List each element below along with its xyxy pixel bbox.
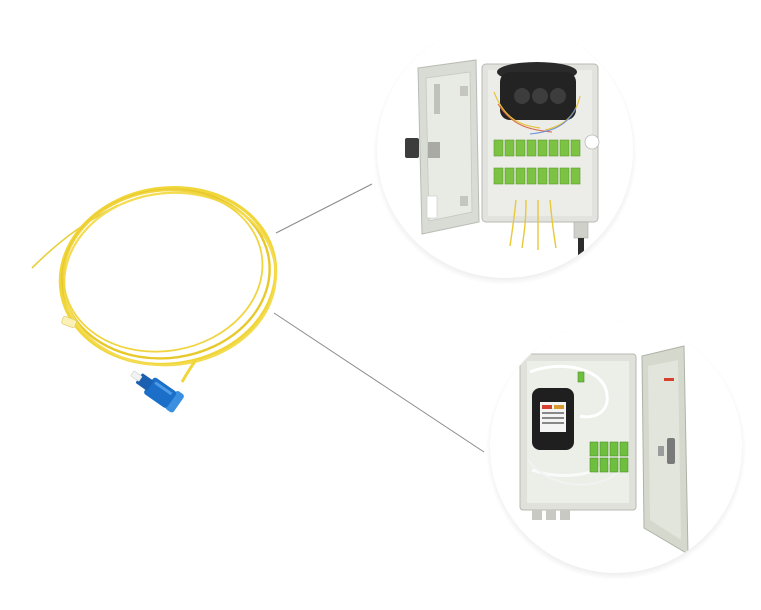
- termination-box-icon: [519, 345, 689, 555]
- leader-line-top: [275, 183, 373, 234]
- sc-connector-icon: [130, 370, 184, 413]
- leader-line-bottom: [273, 312, 485, 453]
- distribution-box-icon: [405, 59, 600, 260]
- fiber-pigtail-icon: [31, 185, 278, 383]
